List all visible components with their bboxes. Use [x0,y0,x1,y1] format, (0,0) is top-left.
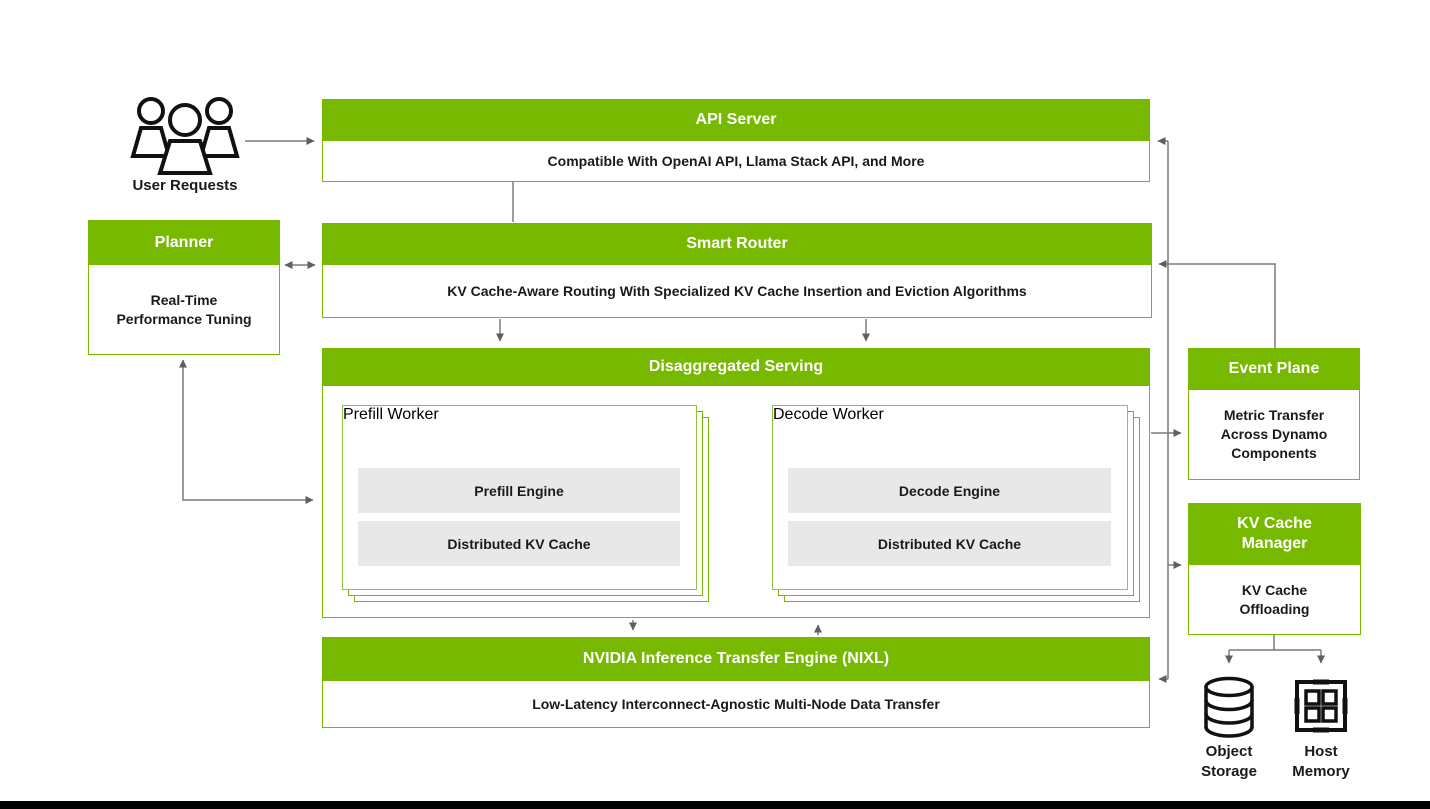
host-memory-icon [1294,679,1348,733]
arrow-planner-disagg [179,359,314,504]
prefill-worker-box: Prefill Worker Prefill Engine Distribute… [342,405,697,590]
api-server-title: API Server [322,99,1150,141]
api-server-subtitle: Compatible With OpenAI API, Llama Stack … [322,141,1150,182]
user-requests-label: User Requests [132,177,238,194]
event-plane-subtitle: Metric Transfer Across Dynamo Components [1188,390,1360,480]
nixl-box: NVIDIA Inference Transfer Engine (NIXL) … [322,637,1150,728]
smart-router-box: Smart Router KV Cache-Aware Routing With… [322,223,1152,318]
disaggregated-serving-title: Disaggregated Serving [322,348,1150,386]
decode-worker-box: Decode Worker Decode Engine Distributed … [772,405,1128,590]
smart-router-subtitle: KV Cache-Aware Routing With Specialized … [322,265,1152,318]
prefill-kv-cache-box: Distributed KV Cache [358,521,680,566]
bottom-black-bar [0,801,1430,809]
prefill-engine-box: Prefill Engine [358,468,680,513]
api-server-box: API Server Compatible With OpenAI API, L… [322,99,1150,182]
event-plane-box: Event Plane Metric Transfer Across Dynam… [1188,348,1360,480]
prefill-worker-title: Prefill Worker [343,406,439,423]
arrow-eventplane-to-router [1158,260,1276,348]
planner-title: Planner [88,220,280,265]
decode-worker-title: Decode Worker [773,406,884,423]
planner-box: Planner Real-Time Performance Tuning [88,220,280,355]
event-plane-title: Event Plane [1188,348,1360,390]
decode-engine-box: Decode Engine [788,468,1111,513]
host-memory-label: Host Memory [1292,743,1350,780]
kv-cache-manager-box: KV Cache Manager KV Cache Offloading [1188,503,1361,635]
planner-subtitle: Real-Time Performance Tuning [88,265,280,355]
object-storage-icon [1204,676,1254,738]
decode-kv-cache-box: Distributed KV Cache [788,521,1111,566]
kv-cache-manager-title: KV Cache Manager [1188,503,1361,565]
user-requests-icon [130,97,240,175]
kv-cache-manager-subtitle: KV Cache Offloading [1188,565,1361,635]
object-storage-label: Object Storage [1201,743,1257,780]
nixl-subtitle: Low-Latency Interconnect-Agnostic Multi-… [322,681,1150,728]
smart-router-title: Smart Router [322,223,1152,265]
nixl-title: NVIDIA Inference Transfer Engine (NIXL) [322,637,1150,681]
